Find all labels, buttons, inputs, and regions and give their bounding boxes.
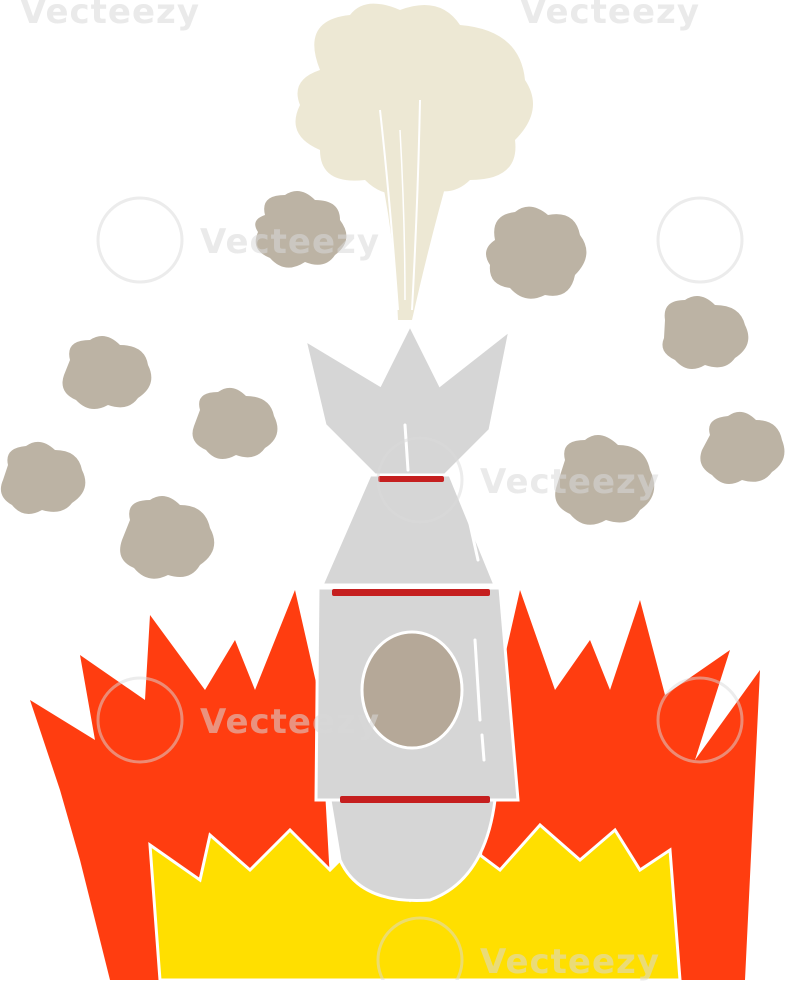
bomb-tail: [319, 473, 498, 587]
smoke-puff: [62, 336, 152, 409]
bomb-icon: [302, 321, 520, 902]
smoke-puff: [192, 387, 278, 459]
bomb-fins: [302, 321, 513, 482]
smoke-puff: [486, 206, 587, 299]
smoke-puff: [700, 411, 785, 484]
smoke-puffs: [0, 191, 785, 579]
bomb-highlights: [403, 423, 486, 762]
smoke-puff: [662, 296, 749, 369]
smoke-puff: [0, 441, 86, 514]
smoke-plume: [295, 3, 533, 320]
smoke-puff: [555, 435, 655, 525]
smoke-cloud-icon: [295, 3, 533, 194]
bomb-window: [360, 630, 464, 750]
smoke-puff: [255, 191, 347, 268]
vecteezy-logo-icon: [96, 196, 744, 980]
smoke-puff: [120, 496, 215, 579]
bomb-stripes: [332, 476, 490, 803]
bomb-nose: [328, 798, 497, 902]
